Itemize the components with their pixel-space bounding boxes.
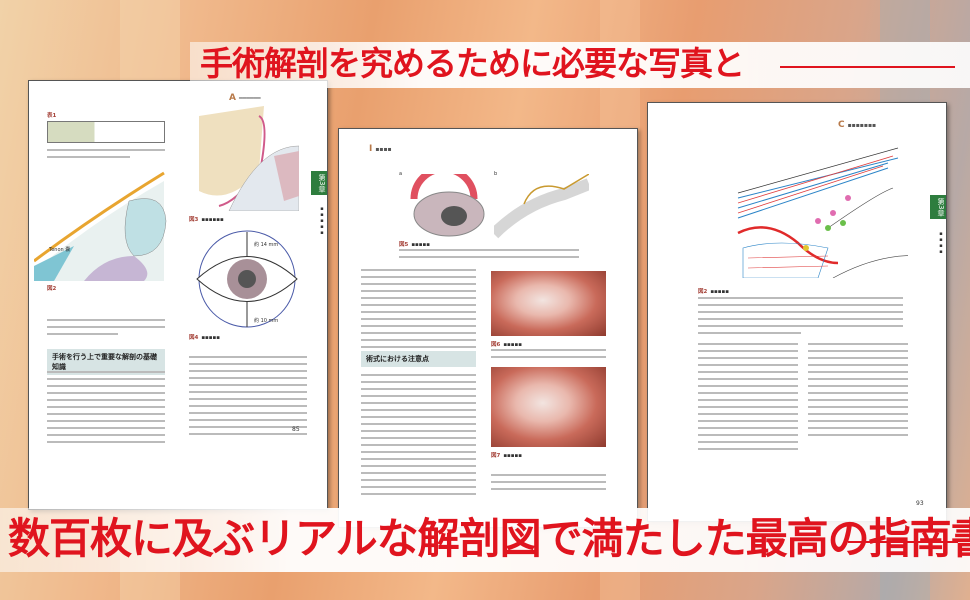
headline-bottom-rule <box>848 541 958 543</box>
fig5-caption: 図5▪▪▪▪▪ <box>399 242 430 248</box>
section-heading: 手術を行う上で重要な解剖の基礎知識 <box>47 349 165 375</box>
photo-surgery-2 <box>491 367 606 447</box>
book-page-right: C▪▪▪▪▪▪▪ 第3章 ▪▪▪▪ 図2▪▪▪▪▪ 93 <box>647 102 947 522</box>
page-header: I▪▪▪▪ <box>369 144 392 154</box>
page-header: C▪▪▪▪▪▪▪ <box>838 120 877 130</box>
photo-surgery-1 <box>491 271 606 336</box>
table-caption: 表1 <box>47 113 57 119</box>
page-number: 93 <box>916 500 924 507</box>
body-text <box>189 356 307 440</box>
chapter-tab: 第3章 <box>930 195 946 220</box>
chapter-subtitle: ▪▪▪▪▪ <box>319 206 325 236</box>
book-page-middle: I▪▪▪▪ a b 図5▪▪▪▪▪ 術式における注意点 図6▪▪▪▪▪ 図7▪▪… <box>338 128 638 528</box>
table <box>47 121 165 143</box>
body-text <box>361 269 476 360</box>
figure-eye-front <box>196 230 298 328</box>
body-text <box>47 371 165 448</box>
headline-top: 手術解剖を究めるために必要な写真と <box>200 44 745 83</box>
chapter-tab: 第3章 <box>311 171 327 196</box>
fig4-caption: 図4▪▪▪▪▪ <box>189 335 220 341</box>
headline-top-rule <box>780 66 955 68</box>
fig3-caption: 図3▪▪▪▪▪▪ <box>189 217 224 223</box>
figure-vascular-anatomy <box>737 147 908 278</box>
fig-label-b: b <box>494 171 498 177</box>
body-text <box>47 319 165 340</box>
fig6-description <box>491 349 606 363</box>
body-text <box>361 374 476 500</box>
book-page-left: A━━━━━━ 第3章 ▪▪▪▪▪ 表1 Tenon 嚢 図2 図3▪▪▪▪▪▪… <box>28 80 328 510</box>
label-14mm: 約 14 mm <box>254 242 279 248</box>
section-heading: 術式における注意点 <box>361 351 476 367</box>
label-tenon: Tenon 嚢 <box>49 247 71 253</box>
page-number: 85 <box>292 426 300 433</box>
top-banner <box>190 42 970 88</box>
body-text <box>808 343 908 441</box>
body-text <box>698 343 798 455</box>
fig2-caption: 図2 <box>47 286 57 292</box>
figure-conjunctiva <box>199 106 299 211</box>
body-text <box>491 474 606 495</box>
page-header: A━━━━━━ <box>229 93 261 103</box>
fig5-description <box>399 249 579 263</box>
fig6-caption: 図6▪▪▪▪▪ <box>491 342 522 348</box>
figure-eyelid-anatomy <box>34 171 167 281</box>
label-10mm: 約 10 mm <box>254 318 279 324</box>
fig2-description <box>698 297 903 339</box>
fig2-caption: 図2▪▪▪▪▪ <box>698 289 729 295</box>
bottom-banner <box>0 508 970 572</box>
headline-bottom: 数百枚に及ぶリアルな解剖図で満たした最高の指南書 <box>8 514 970 563</box>
fig-label-a: a <box>399 171 403 177</box>
fig7-caption: 図7▪▪▪▪▪ <box>491 453 522 459</box>
figure-5a-eye <box>410 174 485 237</box>
figure-5b-section <box>494 174 589 239</box>
chapter-subtitle: ▪▪▪▪ <box>938 231 944 255</box>
table-note <box>47 149 165 163</box>
